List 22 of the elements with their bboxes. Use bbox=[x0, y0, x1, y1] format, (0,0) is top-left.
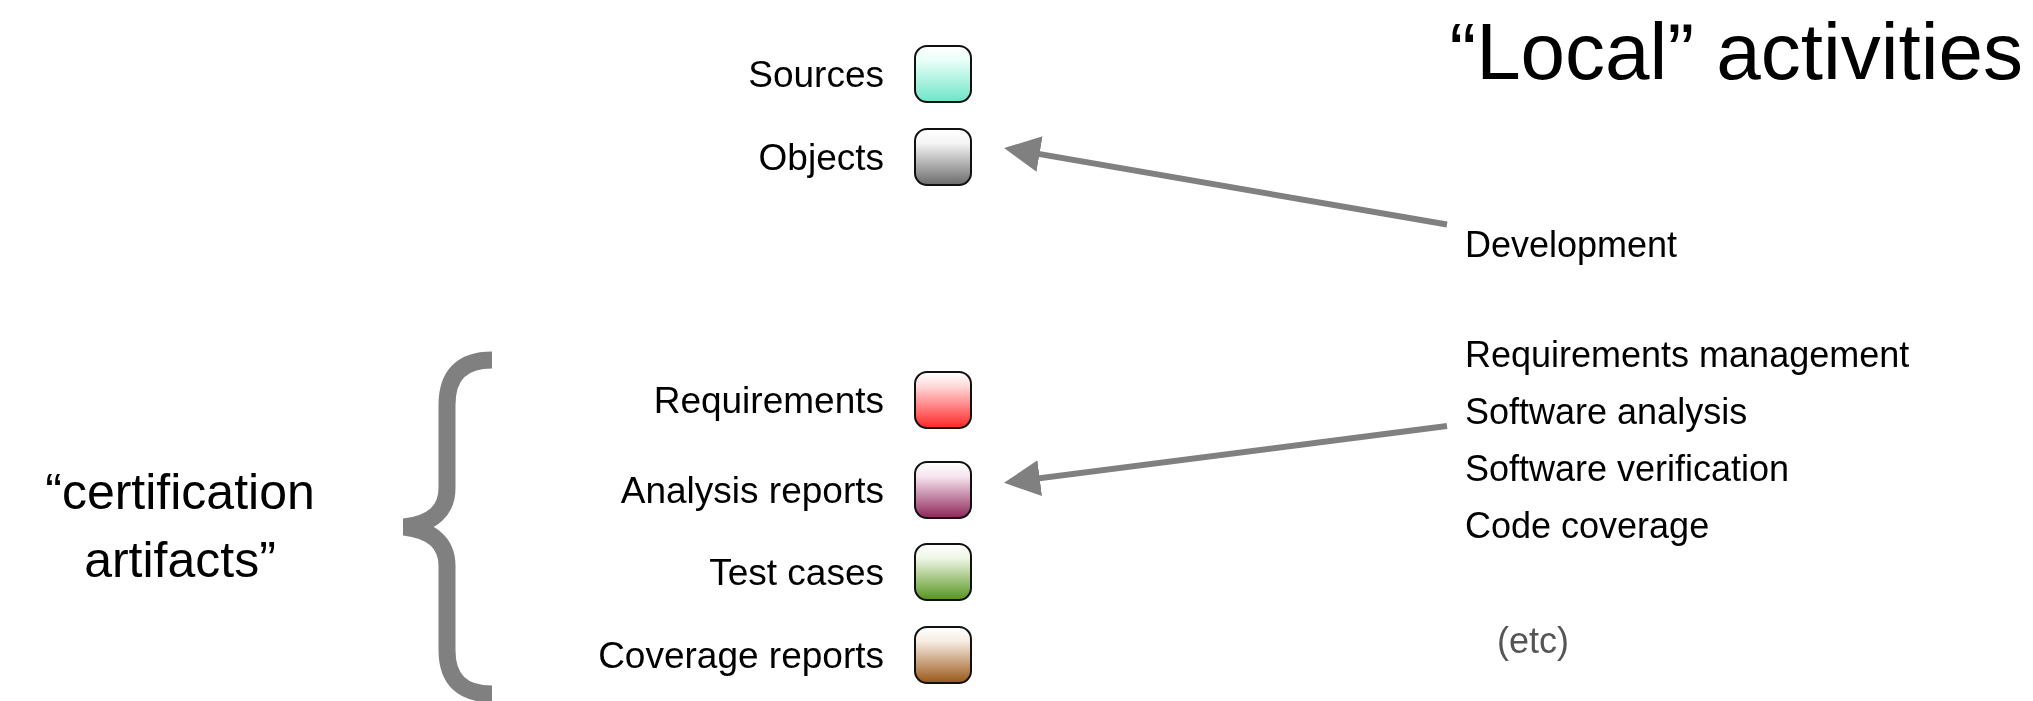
color-swatch bbox=[914, 128, 972, 186]
color-swatch bbox=[914, 461, 972, 519]
arrow bbox=[1004, 136, 1448, 228]
activity-label: Development bbox=[1465, 216, 1678, 273]
color-swatch bbox=[914, 543, 972, 601]
swatch-label: Objects bbox=[758, 139, 884, 176]
swatch-label: Test cases bbox=[709, 554, 884, 591]
group-label: “certification artifacts” bbox=[44, 463, 316, 590]
note: (etc) bbox=[1497, 620, 1569, 662]
activity-item: Requirements management bbox=[1465, 333, 1910, 377]
swatch-label: Requirements bbox=[653, 382, 884, 419]
activity-item: Code coverage bbox=[1465, 504, 1711, 548]
color-swatch bbox=[914, 45, 972, 103]
color-swatch bbox=[914, 371, 972, 429]
title: “Local” activities bbox=[1449, 8, 2023, 96]
arrow bbox=[1004, 423, 1448, 497]
swatch-label: Coverage reports bbox=[598, 637, 884, 674]
activity-item: Software analysis bbox=[1465, 390, 1749, 434]
swatch-label: Sources bbox=[748, 56, 884, 93]
activity-item: Software verification bbox=[1465, 447, 1791, 491]
color-swatch bbox=[914, 626, 972, 684]
swatch-label: Analysis reports bbox=[620, 472, 884, 509]
